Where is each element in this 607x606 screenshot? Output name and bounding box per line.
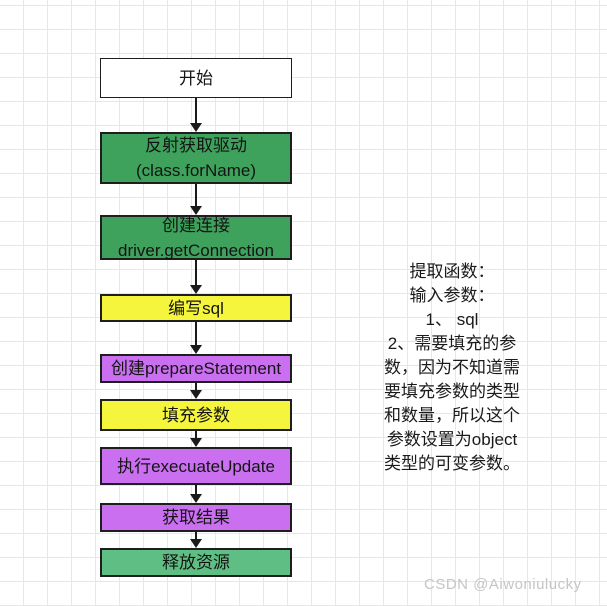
csdn-watermark: CSDN @Aiwoniulucky <box>424 576 582 593</box>
arrow-down-icon <box>190 383 202 399</box>
flow-node-create-statement: 创建prepareStatement <box>100 354 292 383</box>
arrow-down-icon <box>190 184 202 215</box>
annotation-note: 提取函数： 输入参数： 1、 sql 2、需要填充的参 数，因为不知道需 要填充… <box>384 262 520 473</box>
flow-node-write-sql: 编写sql <box>100 294 292 322</box>
arrow-down-icon <box>190 431 202 447</box>
arrow-down-icon <box>190 260 202 294</box>
arrow-down-icon <box>190 485 202 503</box>
flow-node-fill-params: 填充参数 <box>100 399 292 431</box>
flow-node-start: 开始 <box>100 58 292 98</box>
flow-node-execute-update: 执行execuateUpdate <box>100 447 292 485</box>
flow-node-get-result: 获取结果 <box>100 503 292 532</box>
flow-node-load-driver: 反射获取驱动 (class.forName) <box>100 132 292 184</box>
flow-node-create-connection: 创建连接 driver.getConnection <box>100 215 292 260</box>
arrow-down-icon <box>190 532 202 548</box>
arrow-down-icon <box>190 98 202 132</box>
arrow-down-icon <box>190 322 202 354</box>
flow-node-release-resources: 释放资源 <box>100 548 292 577</box>
